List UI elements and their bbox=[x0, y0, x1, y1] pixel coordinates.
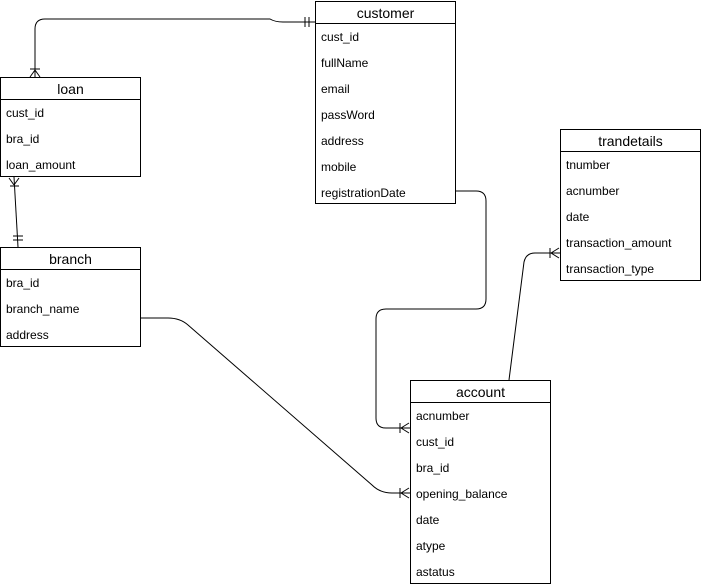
entity-loan[interactable]: loan cust_id bra_id loan_amount bbox=[0, 77, 141, 177]
link-account-trandetails bbox=[508, 252, 560, 381]
entity-field: tnumber bbox=[566, 158, 611, 172]
entity-field: date bbox=[566, 210, 590, 224]
account-many-marker-acnumber bbox=[399, 422, 410, 434]
entity-field: cust_id bbox=[6, 106, 45, 120]
entity-field: passWord bbox=[321, 108, 375, 122]
loan-many-marker-bottom bbox=[8, 177, 20, 187]
entity-field: acnumber bbox=[416, 409, 470, 423]
entity-field: fullName bbox=[321, 56, 369, 70]
entity-field: opening_balance bbox=[416, 487, 508, 501]
entity-title: branch bbox=[1, 248, 140, 270]
entity-field: mobile bbox=[321, 160, 357, 174]
entity-field: email bbox=[321, 82, 350, 96]
entity-field: acnumber bbox=[566, 184, 620, 198]
branch-one-marker bbox=[13, 235, 23, 241]
entity-title: loan bbox=[1, 78, 140, 100]
entity-title: account bbox=[411, 381, 550, 403]
entity-field: branch_name bbox=[6, 302, 80, 316]
entity-branch[interactable]: branch bra_id branch_name address bbox=[0, 247, 141, 347]
entity-field: bra_id bbox=[6, 132, 40, 146]
entity-trandetails[interactable]: trandetails tnumber acnumber date transa… bbox=[560, 129, 701, 281]
entity-title: trandetails bbox=[561, 130, 700, 152]
entity-title: customer bbox=[316, 2, 455, 24]
entity-field: transaction_type bbox=[566, 262, 655, 276]
link-customer-loan bbox=[34, 18, 315, 77]
entity-field: transaction_amount bbox=[566, 236, 672, 250]
entity-field: cust_id bbox=[321, 30, 360, 44]
entity-field: address bbox=[321, 134, 364, 148]
entity-customer[interactable]: customer cust_id fullName email passWord… bbox=[315, 1, 456, 204]
entity-field: astatus bbox=[416, 565, 455, 579]
link-customer-account bbox=[375, 190, 487, 429]
link-branch-account bbox=[141, 317, 410, 494]
entity-field: address bbox=[6, 328, 49, 342]
account-many-marker-opening-balance bbox=[399, 487, 410, 499]
entity-field: registrationDate bbox=[321, 186, 406, 200]
entity-field: bra_id bbox=[6, 276, 40, 290]
entity-field: date bbox=[416, 513, 440, 527]
entity-field: atype bbox=[416, 539, 446, 553]
customer-one-marker bbox=[304, 17, 310, 27]
entity-account[interactable]: account acnumber cust_id bra_id opening_… bbox=[410, 380, 551, 584]
trandetails-many-marker bbox=[549, 247, 560, 259]
link-branch-loan bbox=[13, 176, 19, 248]
entity-field: bra_id bbox=[416, 461, 450, 475]
entity-field: loan_amount bbox=[6, 158, 76, 172]
entity-field: cust_id bbox=[416, 435, 455, 449]
loan-many-marker-top bbox=[29, 68, 41, 78]
